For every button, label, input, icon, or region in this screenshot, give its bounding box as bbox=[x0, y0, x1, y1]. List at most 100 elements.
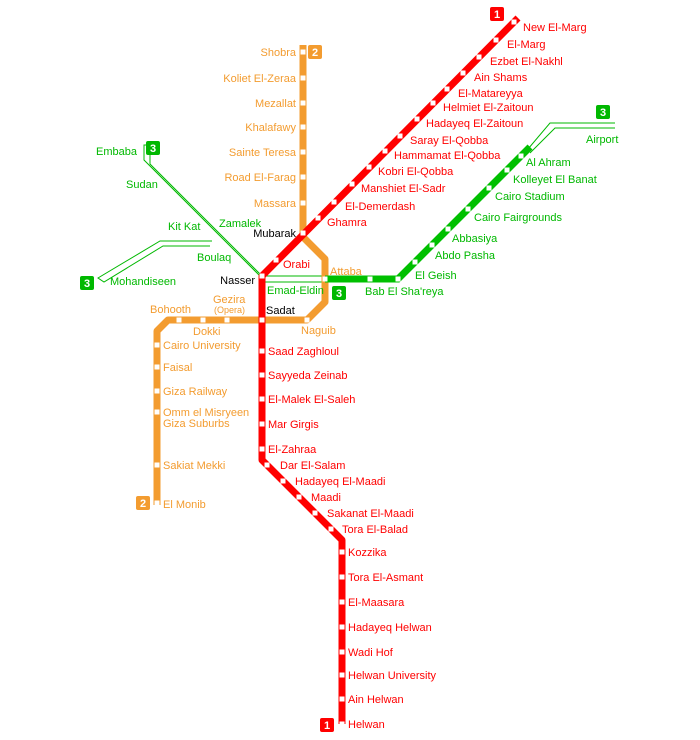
station-label[interactable]: Helwan University bbox=[348, 670, 437, 682]
station-marker[interactable] bbox=[322, 276, 328, 282]
station-label[interactable]: Hadayeq El-Zaitoun bbox=[426, 118, 523, 130]
station-label[interactable]: Mar Girgis bbox=[268, 419, 319, 431]
station-label[interactable]: Giza Suburbs bbox=[163, 418, 230, 430]
station-label[interactable]: Wadi Hof bbox=[348, 647, 394, 659]
station-label[interactable]: Attaba bbox=[330, 266, 363, 278]
station-marker[interactable] bbox=[259, 317, 265, 323]
station-marker[interactable] bbox=[224, 317, 230, 323]
station-marker[interactable] bbox=[200, 317, 206, 323]
station-marker[interactable] bbox=[339, 624, 345, 630]
station-label[interactable]: Abdo Pasha bbox=[435, 250, 496, 262]
station-marker[interactable] bbox=[154, 409, 160, 415]
station-label[interactable]: Maadi bbox=[311, 492, 341, 504]
station-label[interactable]: Koliet El-Zeraa bbox=[223, 73, 297, 85]
station-label[interactable]: Dokki bbox=[193, 326, 221, 338]
station-label[interactable]: Massara bbox=[254, 198, 297, 210]
station-label[interactable]: Abbasiya bbox=[452, 233, 498, 245]
station-marker[interactable] bbox=[300, 230, 306, 236]
station-label[interactable]: El-Malek El-Saleh bbox=[268, 394, 355, 406]
station-marker[interactable] bbox=[339, 549, 345, 555]
station-marker[interactable] bbox=[349, 181, 355, 187]
station-label[interactable]: Tora El-Balad bbox=[342, 524, 408, 536]
station-label[interactable]: Kit Kat bbox=[168, 221, 200, 233]
station-marker[interactable] bbox=[366, 164, 372, 170]
station-label[interactable]: Airport bbox=[586, 134, 618, 146]
station-marker[interactable] bbox=[493, 37, 499, 43]
station-marker[interactable] bbox=[259, 372, 265, 378]
station-marker[interactable] bbox=[414, 116, 420, 122]
station-marker[interactable] bbox=[273, 257, 279, 263]
station-marker[interactable] bbox=[154, 388, 160, 394]
station-marker[interactable] bbox=[518, 153, 524, 159]
station-label[interactable]: Sakanat El-Maadi bbox=[327, 508, 414, 520]
station-label[interactable]: Faisal bbox=[163, 362, 192, 374]
station-marker[interactable] bbox=[264, 462, 270, 468]
station-marker[interactable] bbox=[486, 185, 492, 191]
station-label[interactable]: Naguib bbox=[301, 325, 336, 337]
station-label[interactable]: Sayyeda Zeinab bbox=[268, 370, 348, 382]
station-label[interactable]: Saad Zaghloul bbox=[268, 346, 339, 358]
station-marker[interactable] bbox=[176, 317, 182, 323]
station-marker[interactable] bbox=[339, 649, 345, 655]
station-label[interactable]: El-Zahraa bbox=[268, 444, 317, 456]
station-marker[interactable] bbox=[328, 526, 334, 532]
station-label[interactable]: Gezira bbox=[213, 294, 246, 306]
station-marker[interactable] bbox=[154, 342, 160, 348]
station-label[interactable]: Ezbet El-Nakhl bbox=[490, 56, 563, 68]
station-label[interactable]: Kobri El-Qobba bbox=[378, 166, 454, 178]
station-marker[interactable] bbox=[154, 364, 160, 370]
station-label-nasser[interactable]: Nasser bbox=[220, 275, 255, 287]
station-label[interactable]: Ain Helwan bbox=[348, 694, 404, 706]
station-label-mubarak[interactable]: Mubarak bbox=[253, 228, 296, 240]
station-marker[interactable] bbox=[339, 599, 345, 605]
station-label[interactable]: Al Ahram bbox=[526, 157, 571, 169]
station-marker[interactable] bbox=[445, 226, 451, 232]
station-marker[interactable] bbox=[300, 200, 306, 206]
station-label[interactable]: Giza Railway bbox=[163, 386, 228, 398]
station-label[interactable]: Road El-Farag bbox=[224, 172, 296, 184]
station-marker[interactable] bbox=[280, 478, 286, 484]
station-label[interactable]: El Geish bbox=[415, 270, 457, 282]
station-marker[interactable] bbox=[300, 149, 306, 155]
station-marker[interactable] bbox=[300, 174, 306, 180]
station-marker[interactable] bbox=[504, 167, 510, 173]
station-marker[interactable] bbox=[259, 348, 265, 354]
station-label[interactable]: Bab El Sha'reya bbox=[365, 286, 444, 298]
station-marker[interactable] bbox=[460, 70, 466, 76]
station-label[interactable]: Cairo University bbox=[163, 340, 241, 352]
station-marker[interactable] bbox=[367, 276, 373, 282]
station-marker[interactable] bbox=[430, 100, 436, 106]
station-marker[interactable] bbox=[339, 721, 345, 727]
station-label[interactable]: Emad-Eldin bbox=[267, 285, 324, 297]
station-label[interactable]: Ain Shams bbox=[474, 72, 528, 84]
station-label[interactable]: New El-Marg bbox=[523, 22, 587, 34]
station-label[interactable]: Bohooth bbox=[150, 304, 191, 316]
station-label[interactable]: Shobra bbox=[261, 47, 297, 59]
station-marker[interactable] bbox=[476, 54, 482, 60]
station-marker[interactable] bbox=[339, 696, 345, 702]
station-marker[interactable] bbox=[300, 49, 306, 55]
station-marker[interactable] bbox=[331, 199, 337, 205]
station-marker[interactable] bbox=[312, 510, 318, 516]
station-label[interactable]: Omm el Misryeen bbox=[163, 407, 249, 419]
station-marker[interactable] bbox=[382, 148, 388, 154]
station-label[interactable]: Sakiat Mekki bbox=[163, 460, 225, 472]
station-label[interactable]: Sainte Teresa bbox=[229, 147, 297, 159]
station-label[interactable]: Hadayeq El-Maadi bbox=[295, 476, 386, 488]
station-marker[interactable] bbox=[300, 100, 306, 106]
station-label[interactable]: Sudan bbox=[126, 179, 158, 191]
station-label[interactable]: El-Matareyya bbox=[458, 88, 524, 100]
station-marker[interactable] bbox=[339, 574, 345, 580]
station-marker[interactable] bbox=[511, 19, 517, 25]
station-label[interactable]: Embaba bbox=[96, 146, 138, 158]
station-marker[interactable] bbox=[259, 446, 265, 452]
station-label[interactable]: Boulaq bbox=[197, 252, 231, 264]
station-label[interactable]: Orabi bbox=[283, 259, 310, 271]
station-marker[interactable] bbox=[315, 215, 321, 221]
station-label[interactable]: Helwan bbox=[348, 719, 385, 731]
station-label[interactable]: Zamalek bbox=[219, 218, 262, 230]
station-marker[interactable] bbox=[259, 421, 265, 427]
station-label-sadat[interactable]: Sadat bbox=[266, 305, 295, 317]
station-label[interactable]: Saray El-Qobba bbox=[410, 135, 489, 147]
station-label[interactable]: El Monib bbox=[163, 499, 206, 511]
